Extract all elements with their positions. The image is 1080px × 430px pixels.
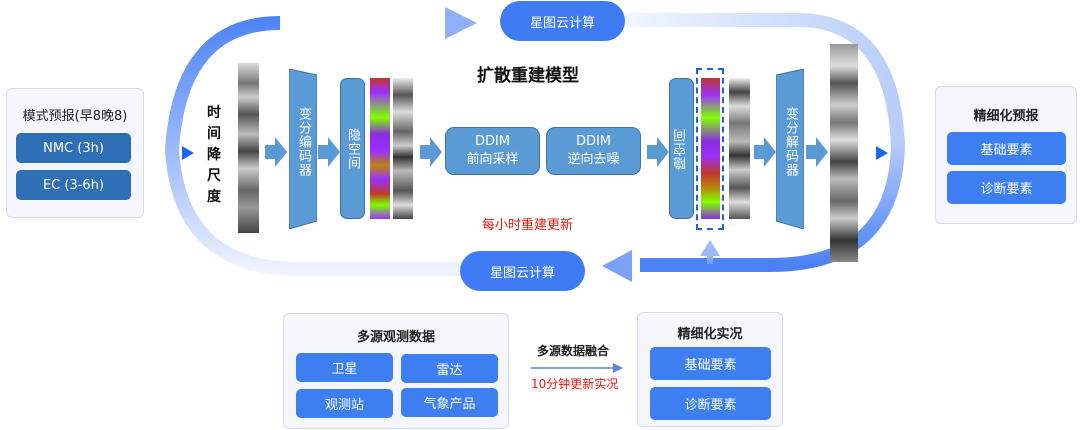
ddim-reverse-line1: DDIM xyxy=(575,134,612,149)
fusion-arrow-icon xyxy=(531,363,623,373)
flow-arrow-icon xyxy=(647,137,669,167)
latent-space-input: 隐空间 xyxy=(340,78,365,219)
flow-arrow-icon xyxy=(754,137,776,167)
observation-title: 多源观测数据 xyxy=(356,330,435,345)
radar-button[interactable]: 雷达 xyxy=(401,354,498,383)
refined-nowcast-panel: 精细化实况 基础要素 诊断要素 xyxy=(637,312,783,427)
fusion-label: 多源数据融合 xyxy=(537,344,610,358)
ec-button[interactable]: EC (3-6h) xyxy=(16,170,131,200)
ten-minute-update-note: 10分钟更新实况 xyxy=(531,377,619,391)
time-label-char: 尺 xyxy=(207,168,221,184)
nowcast-diagnostic-elements-button[interactable]: 诊断要素 xyxy=(650,387,771,420)
latent-preview-input-image xyxy=(393,78,413,219)
decoder-label: 变分解码器 xyxy=(783,107,798,177)
flow-arrow-icon xyxy=(420,137,442,167)
satellite-button[interactable]: 卫星 xyxy=(296,353,393,382)
ddim-forward-box: DDIM 前向采样 xyxy=(445,127,540,175)
nowcast-basic-elements-button[interactable]: 基础要素 xyxy=(650,347,771,380)
flow-arrow-icon xyxy=(318,137,340,167)
ddim-reverse-line2: 逆向去噪 xyxy=(567,152,620,167)
diffusion-model-title: 扩散重建模型 xyxy=(477,66,579,86)
play-marker-right-icon xyxy=(876,146,888,160)
refined-forecast-panel: 精细化预报 基础要素 诊断要素 xyxy=(935,86,1077,224)
refined-forecast-title: 精细化预报 xyxy=(973,109,1039,124)
weather-products-button[interactable]: 气象产品 xyxy=(401,388,498,417)
ddim-forward-line1: DDIM xyxy=(474,134,511,149)
basic-elements-button[interactable]: 基础要素 xyxy=(947,132,1066,165)
diagnostic-elements-button[interactable]: 诊断要素 xyxy=(947,171,1066,204)
latent-in-label: 隐空间 xyxy=(345,127,360,170)
encoder-label: 变分编码器 xyxy=(296,107,311,177)
cloud-compute-pill-top[interactable]: 星图云计算 xyxy=(500,1,625,41)
nmc-button[interactable]: NMC (3h) xyxy=(16,133,131,163)
output-frames-image xyxy=(830,44,858,262)
latent-features-output-image xyxy=(701,78,720,219)
latent-features-input-image xyxy=(370,78,390,219)
variational-encoder-shape xyxy=(289,69,317,229)
flow-arrow-icon xyxy=(806,137,828,167)
hourly-update-note: 每小时重建更新 xyxy=(482,218,574,233)
time-label-char: 间 xyxy=(207,126,221,142)
input-frames-image xyxy=(238,63,259,233)
nowcast-title: 精细化实况 xyxy=(677,327,743,342)
multi-source-observation-panel: 多源观测数据 卫星 雷达 观测站 气象产品 xyxy=(283,313,509,429)
station-button[interactable]: 观测站 xyxy=(296,389,393,418)
latent-preview-output-image xyxy=(729,78,750,219)
time-downscale-label: 时 间 降 尺 度 xyxy=(206,103,222,208)
variational-decoder-shape xyxy=(776,69,804,229)
reconstruction-highlight-box xyxy=(696,68,724,230)
cloud-compute-pill-bottom[interactable]: 星图云计算 xyxy=(460,251,585,291)
latent-space-output: 隐空间 xyxy=(669,78,694,219)
ddim-forward-line2: 前向采样 xyxy=(466,152,519,167)
model-forecast-panel: 模式预报(早8晚8) NMC (3h) EC (3-6h) xyxy=(6,88,144,218)
time-label-char: 度 xyxy=(207,189,221,205)
flow-arrow-icon xyxy=(265,137,287,167)
play-marker-left-icon xyxy=(182,146,194,160)
ddim-reverse-box: DDIM 逆向去噪 xyxy=(546,127,641,175)
time-label-char: 降 xyxy=(207,147,221,163)
latent-out-label: 隐空间 xyxy=(674,127,689,170)
time-label-char: 时 xyxy=(207,105,221,121)
model-forecast-title: 模式预报(早8晚8) xyxy=(22,109,128,124)
